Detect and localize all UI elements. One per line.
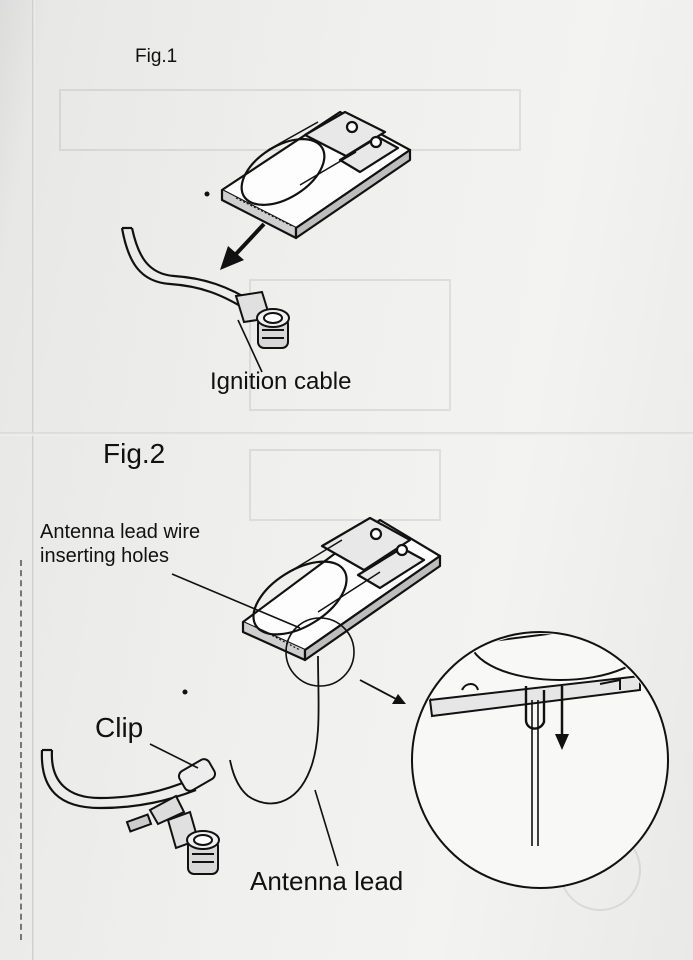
fig2-zoom-detail	[411, 631, 669, 889]
fig1-title: Fig.1	[135, 46, 178, 67]
fig1-tachometer-device	[220, 110, 412, 240]
fig2-title: Fig.2	[103, 438, 166, 469]
fig2-zoom-arrow	[359, 679, 406, 704]
fig2-holes-leader	[171, 573, 301, 629]
fig1-callout-leader	[237, 319, 263, 373]
fig2-antenna-lead-label: Antenna lead	[250, 866, 404, 896]
zoom-insert-arrow	[555, 686, 569, 750]
fig2-antenna-wire	[229, 655, 320, 805]
paper-fold-horizontal	[0, 432, 693, 436]
fig2-detail-marker-circle	[285, 617, 355, 687]
fig2-clip-label: Clip	[95, 712, 144, 743]
fig1-arrow	[220, 222, 266, 270]
fig1-spark-plug-cap	[234, 290, 290, 349]
fig2-antenna-leader	[314, 789, 339, 867]
fig2-tachometer-device	[241, 516, 442, 662]
fig2-clip-leader	[149, 743, 199, 769]
paper-fold-vertical	[32, 0, 35, 960]
fig2-holes-label: Antenna lead wire inserting holes	[40, 520, 200, 568]
dashed-cut-line	[20, 560, 22, 940]
fig2-spark-plug-cap	[166, 810, 220, 875]
fig2-holes-label-line2: inserting holes	[40, 545, 169, 567]
fig2-clip	[125, 758, 217, 833]
fig1-ignition-cable-label: Ignition cable	[210, 368, 352, 395]
fig2-holes-label-line1: Antenna lead wire	[40, 521, 201, 543]
fig1-ignition-cable	[120, 226, 257, 313]
